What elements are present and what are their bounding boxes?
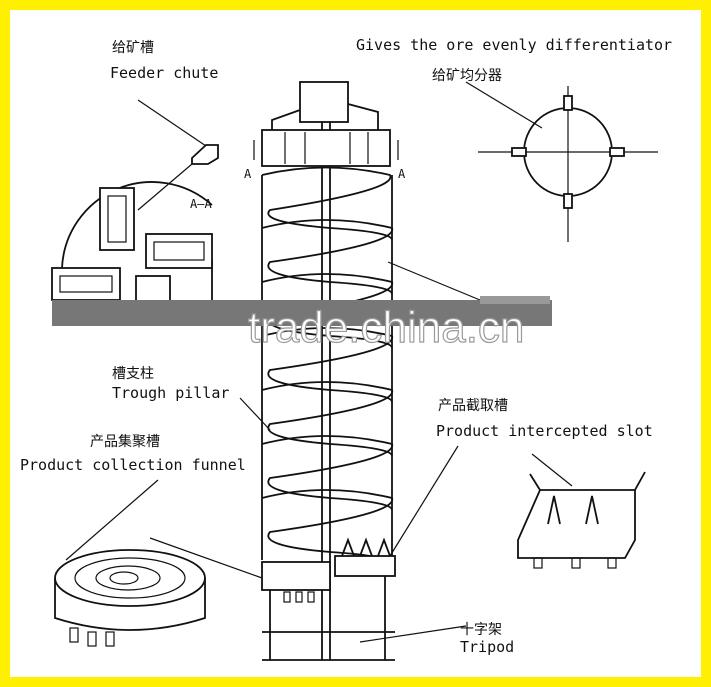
label-section-left: A: [244, 167, 252, 181]
section-aa-detail: [51, 99, 219, 303]
label-collection-en: Product collection funnel: [20, 456, 246, 474]
label-pillar-en: Trough pillar: [112, 384, 229, 402]
watermark-band: trade.china.cn: [52, 296, 552, 353]
leader-lines: [239, 261, 481, 643]
label-tripod-cn: 十字架: [460, 622, 502, 638]
label-tripod-en: Tripod: [460, 638, 514, 656]
distributor-plan: [465, 81, 658, 242]
collection-funnel-detail: [54, 479, 263, 647]
distributor-head: [253, 81, 399, 167]
watermark-text: trade.china.cn: [248, 303, 524, 352]
label-feeder-en: Feeder chute: [110, 64, 218, 82]
label-differentiator-cn: 给矿均分器: [432, 68, 502, 84]
label-pillar-cn: 槽支柱: [112, 366, 154, 382]
label-intercepted-en: Product intercepted slot: [436, 422, 653, 440]
label-differentiator-en: Gives the ore evenly differentiator: [356, 36, 672, 54]
spiral-turns: [261, 166, 393, 565]
base-structure: [261, 537, 396, 661]
intercepted-slot-detail: [389, 445, 646, 569]
label-collection-cn: 产品集聚槽: [90, 433, 160, 450]
label-intercepted-cn: 产品截取槽: [438, 398, 508, 414]
label-section-right: A: [398, 167, 406, 181]
label-section-aa: A—A: [190, 197, 212, 211]
label-feeder-cn: 给矿槽: [112, 40, 154, 56]
